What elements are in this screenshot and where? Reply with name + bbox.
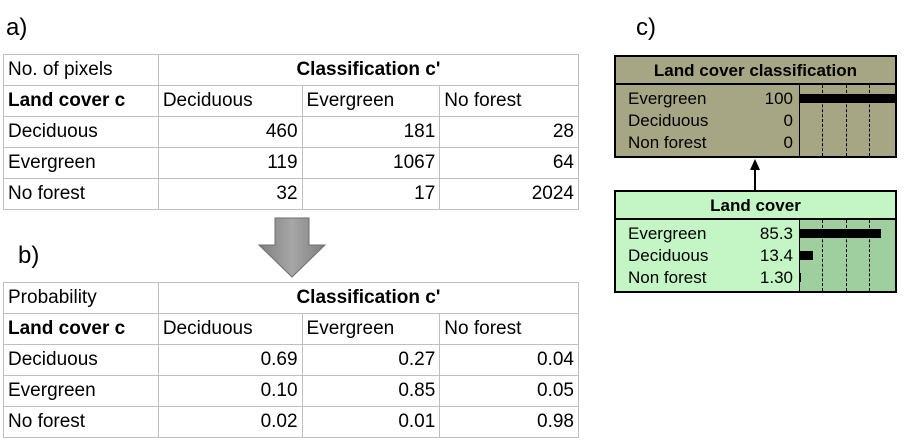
state-value: 0 xyxy=(783,111,793,130)
cell-value: 2024 xyxy=(439,178,579,210)
cell-value: 1067 xyxy=(301,147,441,179)
state-name: Evergreen xyxy=(628,89,707,108)
cell-value: 0.01 xyxy=(301,406,441,438)
panel-label-c: c) xyxy=(636,14,656,41)
state-row: Non forest 1.30 xyxy=(628,267,793,289)
column-header: No forest xyxy=(439,85,579,117)
gridline xyxy=(821,220,823,291)
state-row: Evergreen 85.3 xyxy=(628,223,793,245)
panel-label-a: a) xyxy=(6,14,28,41)
column-header: Evergreen xyxy=(301,85,441,117)
gridline xyxy=(821,85,823,156)
row-label: Evergreen xyxy=(3,375,159,407)
belief-bar xyxy=(800,273,802,282)
cell-value: 0.04 xyxy=(439,344,579,376)
state-value: 100 xyxy=(764,89,793,108)
table-row: Deciduous 0.69 0.27 0.04 xyxy=(3,344,579,376)
table-row: Evergreen 119 1067 64 xyxy=(3,147,579,179)
table-column-row: Land cover c Deciduous Evergreen No fore… xyxy=(3,85,579,117)
probability-table: Probability Classification c' Land cover… xyxy=(3,282,580,438)
node-body: Evergreen 85.3 Deciduous 13.4 Non forest… xyxy=(616,220,895,291)
belief-bars xyxy=(799,85,895,156)
column-header: Deciduous xyxy=(157,85,303,117)
classification-header: Classification c' xyxy=(157,282,580,314)
land-cover-node[interactable]: Land cover Evergreen 85.3 Deciduous 13.4… xyxy=(614,190,897,293)
table-row: Evergreen 0.10 0.85 0.05 xyxy=(3,375,579,407)
node-title: Land cover classification xyxy=(616,57,895,85)
cell-value: 0.98 xyxy=(439,406,579,438)
state-row: Deciduous 0 xyxy=(628,110,793,132)
table-header-row: Probability Classification c' xyxy=(3,282,580,314)
cell-value: 0.02 xyxy=(157,406,303,438)
table-row: No forest 0.02 0.01 0.98 xyxy=(3,406,579,438)
belief-bars xyxy=(799,220,895,291)
column-header: No forest xyxy=(439,313,579,345)
cell-value: 460 xyxy=(157,116,303,148)
cell-value: 0.69 xyxy=(157,344,303,376)
row-label: Evergreen xyxy=(3,147,159,179)
cell-value: 28 xyxy=(439,116,579,148)
node-body: Evergreen 100 Deciduous 0 Non forest 0 xyxy=(616,85,895,156)
belief-bar xyxy=(800,94,895,103)
panel-label-b: b) xyxy=(18,242,40,269)
state-row: Deciduous 13.4 xyxy=(628,245,793,267)
cell-value: 0.85 xyxy=(301,375,441,407)
table-column-row: Land cover c Deciduous Evergreen No fore… xyxy=(3,313,579,345)
pixel-count-table: No. of pixels Classification c' Land cov… xyxy=(3,54,580,210)
cell-value: 17 xyxy=(301,178,441,210)
row-label: Deciduous xyxy=(3,344,159,376)
state-name: Non forest xyxy=(628,133,707,152)
cell-value: 32 xyxy=(157,178,303,210)
dependency-arrow-icon xyxy=(750,159,760,190)
state-name: Non forest xyxy=(628,268,707,287)
row-header-label: Land cover c xyxy=(3,313,159,345)
table-row: No forest 32 17 2024 xyxy=(3,178,579,210)
state-name: Deciduous xyxy=(628,246,709,265)
gridline xyxy=(845,220,847,291)
state-value: 0 xyxy=(783,133,793,152)
cell-value: 119 xyxy=(157,147,303,179)
down-arrow-icon xyxy=(258,217,327,278)
cell-value: 181 xyxy=(301,116,441,148)
node-title: Land cover xyxy=(616,192,895,220)
gridline xyxy=(869,220,871,291)
row-label: No forest xyxy=(3,178,159,210)
land-cover-classification-node[interactable]: Land cover classification Evergreen 100 … xyxy=(614,55,897,158)
gridline xyxy=(845,85,847,156)
state-row: Evergreen 100 xyxy=(628,88,793,110)
table-corner-label: No. of pixels xyxy=(3,54,159,86)
row-label: No forest xyxy=(3,406,159,438)
classification-header: Classification c' xyxy=(157,54,580,86)
cell-value: 0.10 xyxy=(157,375,303,407)
cell-value: 0.05 xyxy=(439,375,579,407)
state-row: Non forest 0 xyxy=(628,132,793,154)
belief-bar xyxy=(800,251,813,260)
column-header: Evergreen xyxy=(301,313,441,345)
table-corner-label: Probability xyxy=(3,282,159,314)
state-name: Deciduous xyxy=(628,111,709,130)
state-value: 13.4 xyxy=(759,246,793,265)
cell-value: 0.27 xyxy=(301,344,441,376)
table-row: Deciduous 460 181 28 xyxy=(3,116,579,148)
gridline xyxy=(869,85,871,156)
column-header: Deciduous xyxy=(157,313,303,345)
row-label: Deciduous xyxy=(3,116,159,148)
state-value: 85.3 xyxy=(759,224,793,243)
state-name: Evergreen xyxy=(628,224,707,243)
state-value: 1.30 xyxy=(759,268,793,287)
cell-value: 64 xyxy=(439,147,579,179)
row-header-label: Land cover c xyxy=(3,85,159,117)
table-header-row: No. of pixels Classification c' xyxy=(3,54,580,86)
belief-bar xyxy=(800,229,882,238)
